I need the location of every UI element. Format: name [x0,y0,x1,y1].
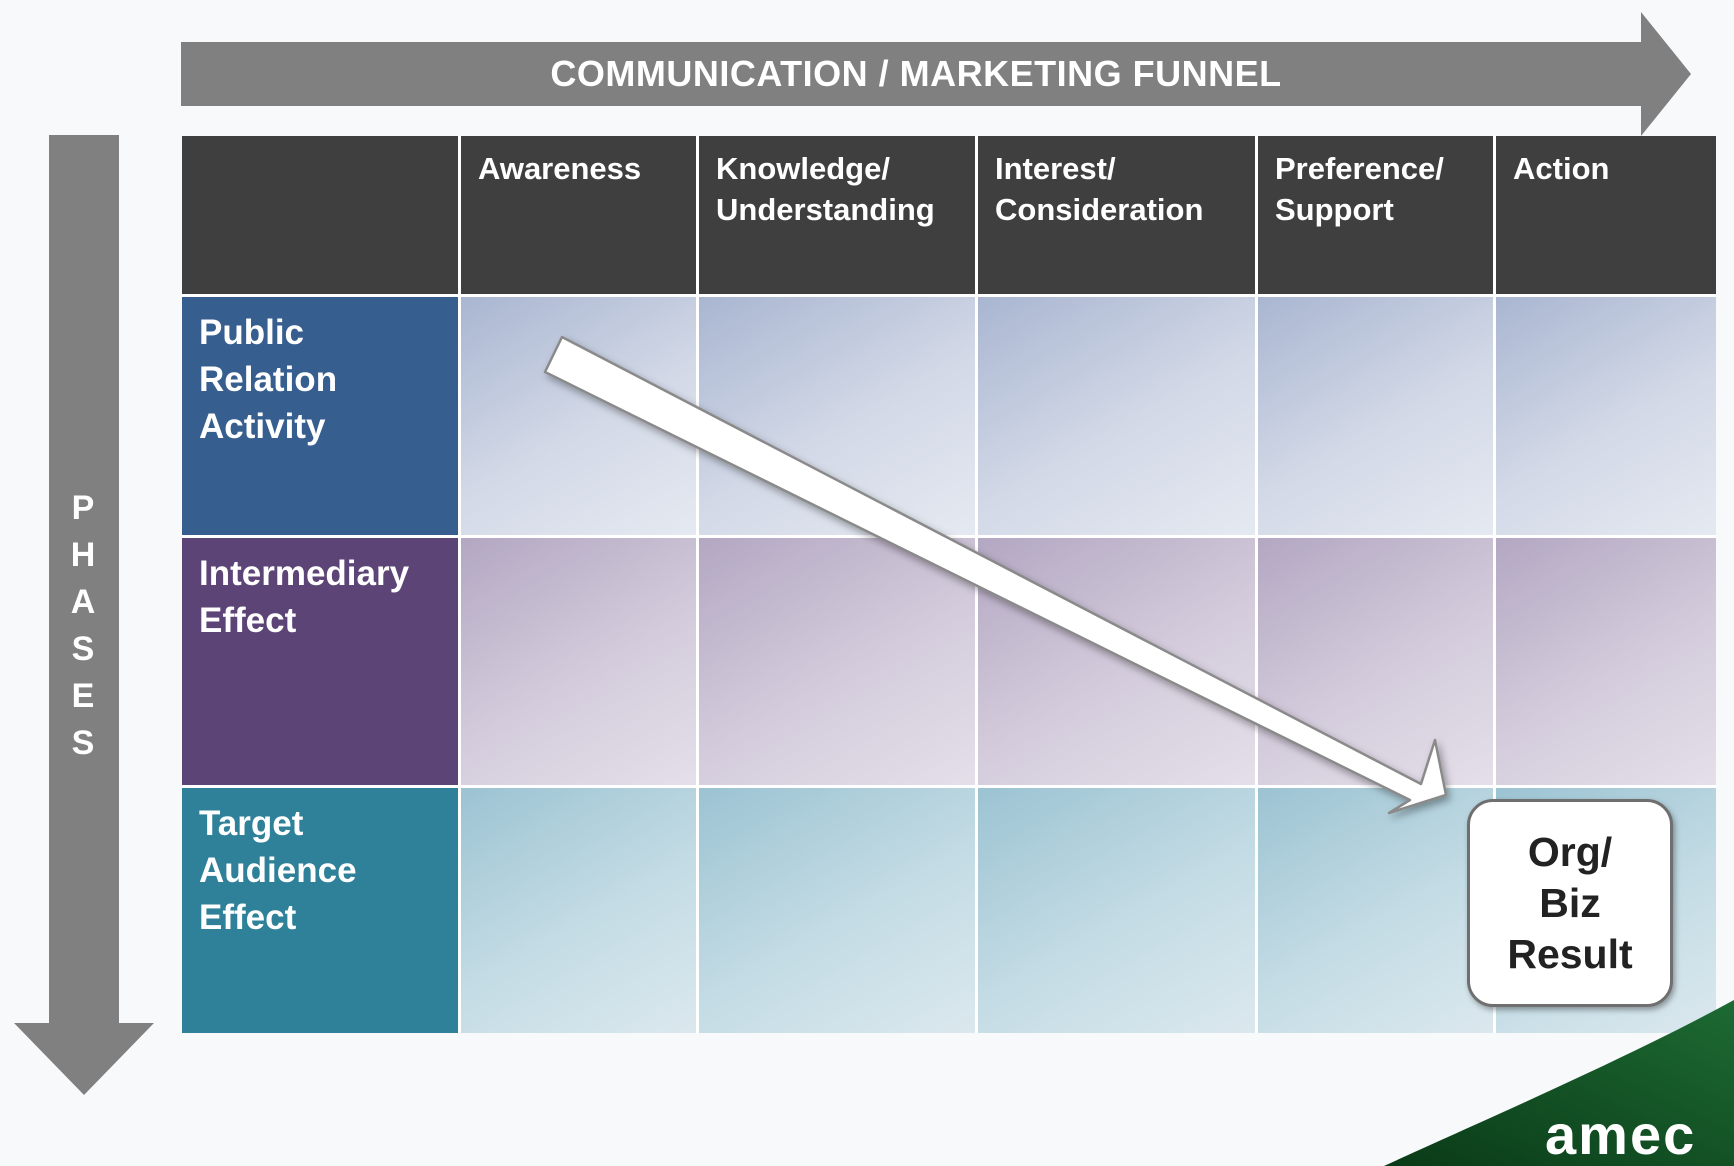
funnel-arrow [181,12,1691,136]
funnel-matrix: Awareness Knowledge/ Understanding Inter… [182,136,1716,1033]
row-label-public-relation-activity: Public Relation Activity [182,297,458,535]
corner-header-cell [182,136,458,294]
matrix-cell [978,297,1255,535]
amec-logo: amec [1545,1103,1697,1166]
matrix-cell [461,538,696,785]
matrix-cell [1258,538,1493,785]
phases-arrow [14,135,154,1095]
org-biz-result-box: Org/ Biz Result [1467,799,1673,1007]
matrix-cell [978,538,1255,785]
column-header-action: Action [1496,136,1716,294]
column-header-preference: Preference/ Support [1258,136,1493,294]
phases-label: P H A S E S [58,485,108,767]
column-header-interest: Interest/ Consideration [978,136,1255,294]
matrix-cell [699,538,975,785]
matrix-cell [1258,297,1493,535]
phases-letter: E [71,677,95,715]
phases-letter: S [71,724,95,762]
matrix-cell [461,297,696,535]
phases-letter: A [70,583,96,621]
phases-letter: P [71,489,95,527]
brand-swoosh [1384,1000,1734,1166]
matrix-cell [1496,538,1716,785]
matrix-cell [461,788,696,1033]
row-label-intermediary-effect: Intermediary Effect [182,538,458,785]
matrix-cell [978,788,1255,1033]
funnel-arrow-label: COMMUNICATION / MARKETING FUNNEL [550,53,1282,94]
column-header-awareness: Awareness [461,136,696,294]
phases-letter: H [70,536,96,574]
matrix-cell [699,297,975,535]
matrix-cell [699,788,975,1033]
column-header-knowledge: Knowledge/ Understanding [699,136,975,294]
matrix-cell [1258,788,1493,1033]
matrix-cell [1496,297,1716,535]
phases-letter: S [71,630,95,668]
row-label-target-audience-effect: Target Audience Effect [182,788,458,1033]
